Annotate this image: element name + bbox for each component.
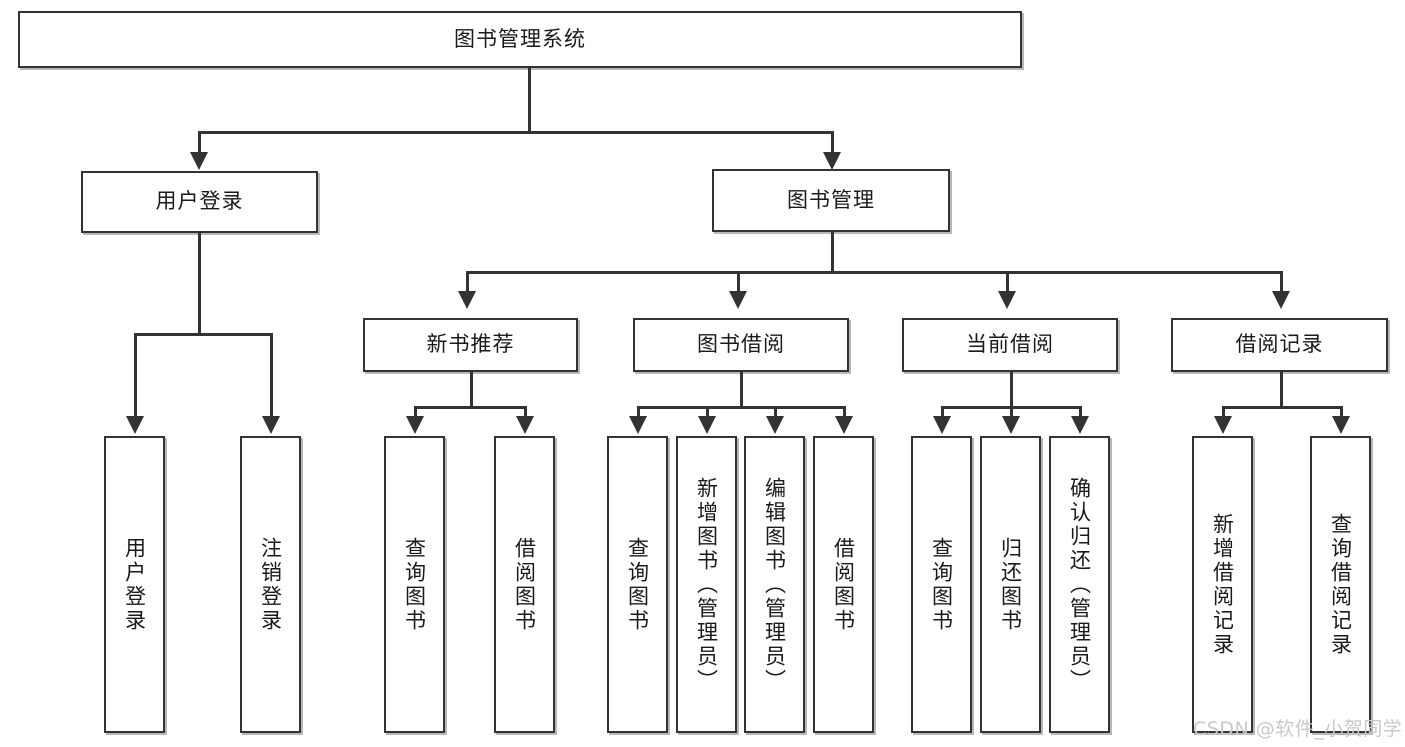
node-label: 当前借阅 <box>966 332 1054 357</box>
arrowhead-br-leaf-2 <box>1332 416 1350 434</box>
connector-nb-leaf-1 <box>414 406 417 418</box>
connector-bb-leaf-4 <box>843 406 846 418</box>
connector-new-book-stem <box>470 372 473 406</box>
arrowhead-user-login-leaf-1 <box>126 416 144 434</box>
leaf-book-borrow-edit-book-admin[interactable]: 编辑图书（管理员） <box>744 436 805 733</box>
connector-book-borrow-stem <box>740 372 743 406</box>
node-user-login[interactable]: 用户登录 <box>81 171 318 233</box>
node-label: 用户登录 <box>122 536 147 633</box>
leaf-book-borrow-query-book[interactable]: 查询图书 <box>607 436 668 733</box>
leaf-new-book-query-book[interactable]: 查询图书 <box>384 436 445 733</box>
node-borrow-record[interactable]: 借阅记录 <box>1171 318 1388 372</box>
leaf-new-book-borrow-book[interactable]: 借阅图书 <box>494 436 555 733</box>
arrowhead-bb-leaf-2 <box>698 416 716 434</box>
leaf-borrow-record-query-record[interactable]: 查询借阅记录 <box>1310 436 1371 733</box>
connector-root-split-bar <box>198 131 831 134</box>
node-label: 查询图书 <box>402 536 427 633</box>
arrowhead-to-user-login <box>190 152 208 170</box>
arrowhead-nb-leaf-1 <box>406 416 424 434</box>
connector-bm-to-current-borrow <box>1006 271 1009 293</box>
connector-bm-to-book-borrow <box>737 271 740 293</box>
arrowhead-bb-leaf-4 <box>835 416 853 434</box>
connector-root-to-user-login <box>198 131 201 154</box>
node-label: 新增借阅记录 <box>1210 512 1235 657</box>
connector-cb-leaf-2 <box>1010 406 1013 418</box>
node-book-borrow[interactable]: 图书借阅 <box>633 318 849 372</box>
connector-root-stem <box>528 68 531 131</box>
leaf-book-borrow-borrow-book[interactable]: 借阅图书 <box>813 436 874 733</box>
arrowhead-book-borrow <box>729 291 747 309</box>
node-label: 图书管理系统 <box>454 26 586 51</box>
node-label: 借阅图书 <box>512 536 537 633</box>
arrowhead-borrow-record <box>1272 291 1290 309</box>
connector-br-leaf-2 <box>1340 406 1343 418</box>
arrowhead-bb-leaf-3 <box>766 416 784 434</box>
leaf-user-login-logout[interactable]: 注销登录 <box>240 436 301 733</box>
node-label: 新增图书（管理员） <box>694 476 719 693</box>
node-label: 归还图书 <box>998 536 1023 633</box>
watermark-text: CSDN @软件_小贺同学 <box>1193 718 1403 740</box>
node-label: 注销登录 <box>258 536 283 633</box>
arrowhead-cb-leaf-3 <box>1071 416 1089 434</box>
connector-new-book-split-bar <box>414 406 524 409</box>
node-label: 借阅记录 <box>1235 332 1324 357</box>
connector-book-borrow-split-bar <box>637 406 844 409</box>
leaf-borrow-record-add-record[interactable]: 新增借阅记录 <box>1192 436 1253 733</box>
node-label: 确认归还（管理员） <box>1067 476 1092 693</box>
connector-borrow-record-stem <box>1280 372 1283 406</box>
arrowhead-current-borrow <box>998 291 1016 309</box>
leaf-book-borrow-add-book-admin[interactable]: 新增图书（管理员） <box>676 436 737 733</box>
connector-nb-leaf-2 <box>524 406 527 418</box>
connector-cb-leaf-1 <box>941 406 944 418</box>
connector-bb-leaf-3 <box>774 406 777 418</box>
leaf-current-borrow-query-book[interactable]: 查询图书 <box>911 436 972 733</box>
arrowhead-cb-leaf-1 <box>933 416 951 434</box>
connector-book-management-split-bar <box>466 271 1280 274</box>
node-current-borrow[interactable]: 当前借阅 <box>902 318 1118 372</box>
connector-user-login-stem <box>198 233 201 333</box>
arrowhead-nb-leaf-2 <box>516 416 534 434</box>
node-root-book-management-system[interactable]: 图书管理系统 <box>18 11 1022 68</box>
leaf-user-login-login[interactable]: 用户登录 <box>104 436 165 733</box>
connector-user-login-to-leaf-2 <box>270 333 273 418</box>
connector-current-borrow-stem <box>1010 372 1013 406</box>
connector-br-leaf-1 <box>1222 406 1225 418</box>
arrowhead-user-login-leaf-2 <box>262 416 280 434</box>
connector-user-login-split-bar <box>134 333 270 336</box>
arrowhead-br-leaf-1 <box>1214 416 1232 434</box>
connector-root-to-book-management <box>831 131 834 154</box>
arrowhead-new-book-recommend <box>458 291 476 309</box>
node-label: 查询图书 <box>625 536 650 633</box>
connector-bb-leaf-1 <box>637 406 640 418</box>
arrowhead-cb-leaf-2 <box>1002 416 1020 434</box>
arrowhead-to-book-management <box>823 152 841 170</box>
connector-book-management-stem <box>831 232 834 271</box>
node-label: 查询图书 <box>929 536 954 633</box>
connector-bb-leaf-2 <box>706 406 709 418</box>
node-label: 编辑图书（管理员） <box>762 476 787 693</box>
node-label: 借阅图书 <box>831 536 856 633</box>
node-label: 新书推荐 <box>426 332 515 357</box>
connector-cb-leaf-3 <box>1079 406 1082 418</box>
leaf-current-borrow-confirm-return-admin[interactable]: 确认归还（管理员） <box>1049 436 1110 733</box>
connector-borrow-record-split-bar <box>1222 406 1340 409</box>
connector-bm-to-borrow-record <box>1280 271 1283 293</box>
node-new-book-recommend[interactable]: 新书推荐 <box>363 318 578 372</box>
node-label: 图书借阅 <box>697 332 785 357</box>
leaf-current-borrow-return-book[interactable]: 归还图书 <box>980 436 1041 733</box>
node-label: 查询借阅记录 <box>1328 512 1353 657</box>
arrowhead-bb-leaf-1 <box>629 416 647 434</box>
connector-user-login-to-leaf-1 <box>134 333 137 418</box>
node-label: 图书管理 <box>787 187 875 212</box>
node-label: 用户登录 <box>155 189 244 214</box>
node-book-management[interactable]: 图书管理 <box>712 169 950 232</box>
connector-bm-to-new-book <box>466 271 469 293</box>
